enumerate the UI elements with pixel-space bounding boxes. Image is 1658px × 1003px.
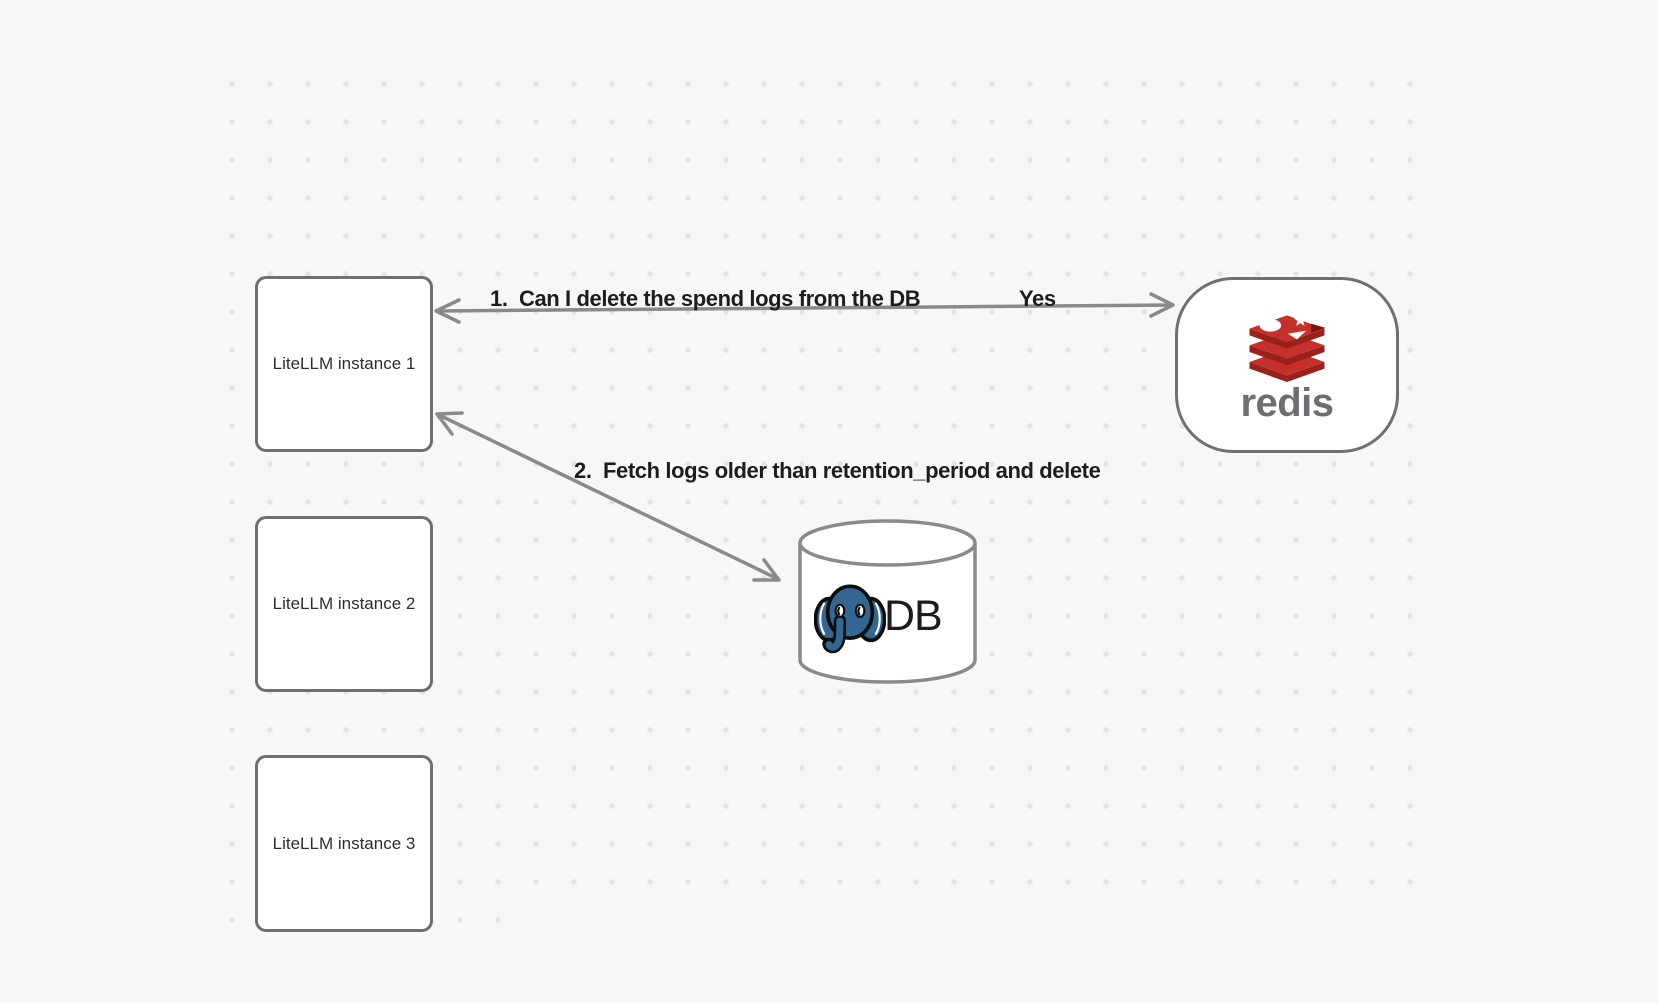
- redis-logo-icon: [1249, 312, 1326, 382]
- edge1-question-label[interactable]: 1. Can I delete the spend logs from the …: [490, 286, 921, 311]
- redis-wordmark: redis: [1240, 380, 1334, 425]
- edge2-fetch-label[interactable]: 2. Fetch logs older than retention_perio…: [574, 458, 1101, 483]
- arrowhead-right-icon: [1149, 292, 1175, 318]
- node-litellm-instance-3[interactable]: LiteLLM instance 3: [255, 755, 433, 932]
- postgresql-elephant-icon: [814, 584, 886, 654]
- node-label: LiteLLM instance 3: [272, 833, 416, 853]
- arrowhead-left-icon: [434, 298, 461, 324]
- node-litellm-instance-2[interactable]: LiteLLM instance 2: [255, 516, 433, 692]
- edge1-response-label[interactable]: Yes: [1019, 286, 1056, 311]
- arrowhead-db-icon: [752, 558, 781, 582]
- arrow-instance1-redis[interactable]: [434, 292, 1175, 324]
- node-redis[interactable]: redis: [1175, 277, 1399, 453]
- arrowhead-box-icon: [435, 411, 464, 436]
- node-label: LiteLLM instance 1: [272, 354, 416, 373]
- node-litellm-instance-1[interactable]: LiteLLM instance 1: [255, 276, 433, 452]
- database-label: DB: [884, 592, 943, 640]
- arrow-instance1-db[interactable]: [435, 411, 781, 582]
- node-label: LiteLLM instance 2: [272, 594, 416, 613]
- node-database[interactable]: DB: [798, 518, 977, 687]
- database-cylinder-icon: [798, 519, 977, 684]
